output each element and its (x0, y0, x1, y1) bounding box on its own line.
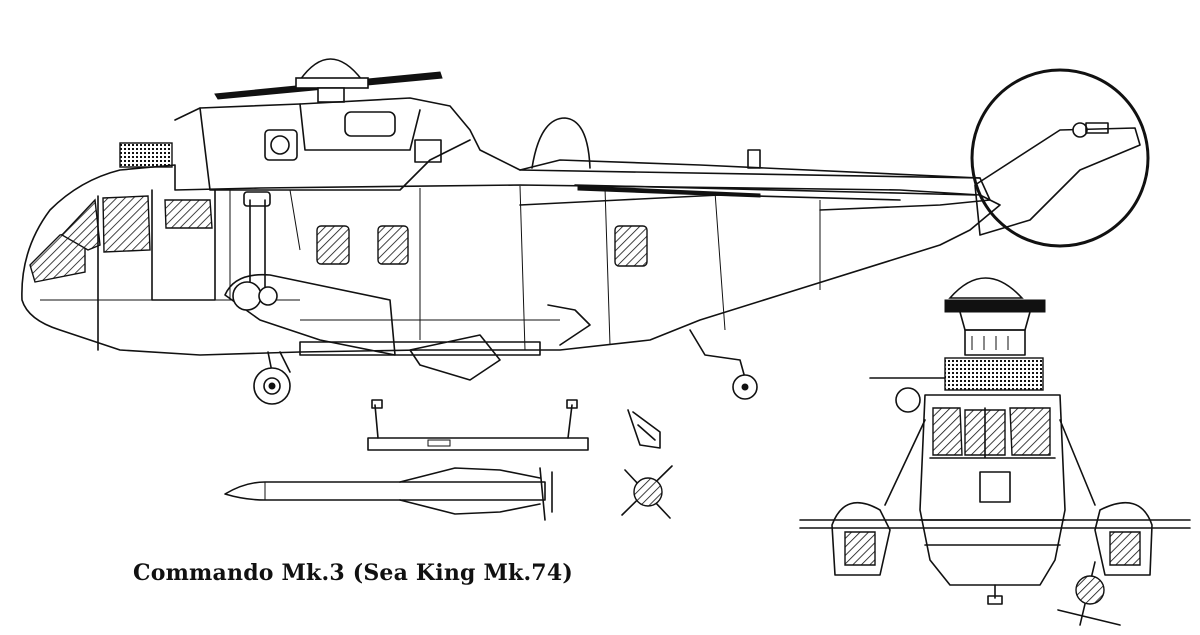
missile-carriage (299, 334, 541, 381)
side-view (21, 58, 1141, 405)
detail-circle-tail-rotor (970, 68, 1150, 248)
cabin-window (614, 225, 648, 267)
fuselage-outline (21, 164, 1001, 356)
cabin-window (377, 225, 409, 265)
sponson (224, 273, 396, 356)
tail-landing-gear (689, 329, 758, 400)
tail-boom (519, 169, 981, 206)
missile-sideview (224, 467, 553, 521)
tail-fin (974, 127, 1141, 236)
main-landing-gear (253, 351, 291, 405)
exhaust-grille (119, 142, 173, 168)
figure-caption: Commando Mk.3 (Sea King Mk.74) (133, 560, 573, 586)
rotor-head (944, 299, 1046, 313)
missile-pylon (367, 399, 589, 451)
windscreen (29, 229, 86, 283)
right-float (1094, 501, 1153, 576)
rotor-hub (295, 58, 369, 103)
pylon-bracket (627, 409, 661, 449)
front-view (799, 277, 1191, 626)
left-float (831, 501, 891, 576)
cabin-window (316, 225, 350, 265)
radar-dome (531, 117, 591, 169)
front-fuselage (919, 394, 1066, 586)
front-intake-grille (944, 357, 1044, 391)
missile-end-view (621, 465, 673, 519)
engine-housing (174, 97, 991, 211)
